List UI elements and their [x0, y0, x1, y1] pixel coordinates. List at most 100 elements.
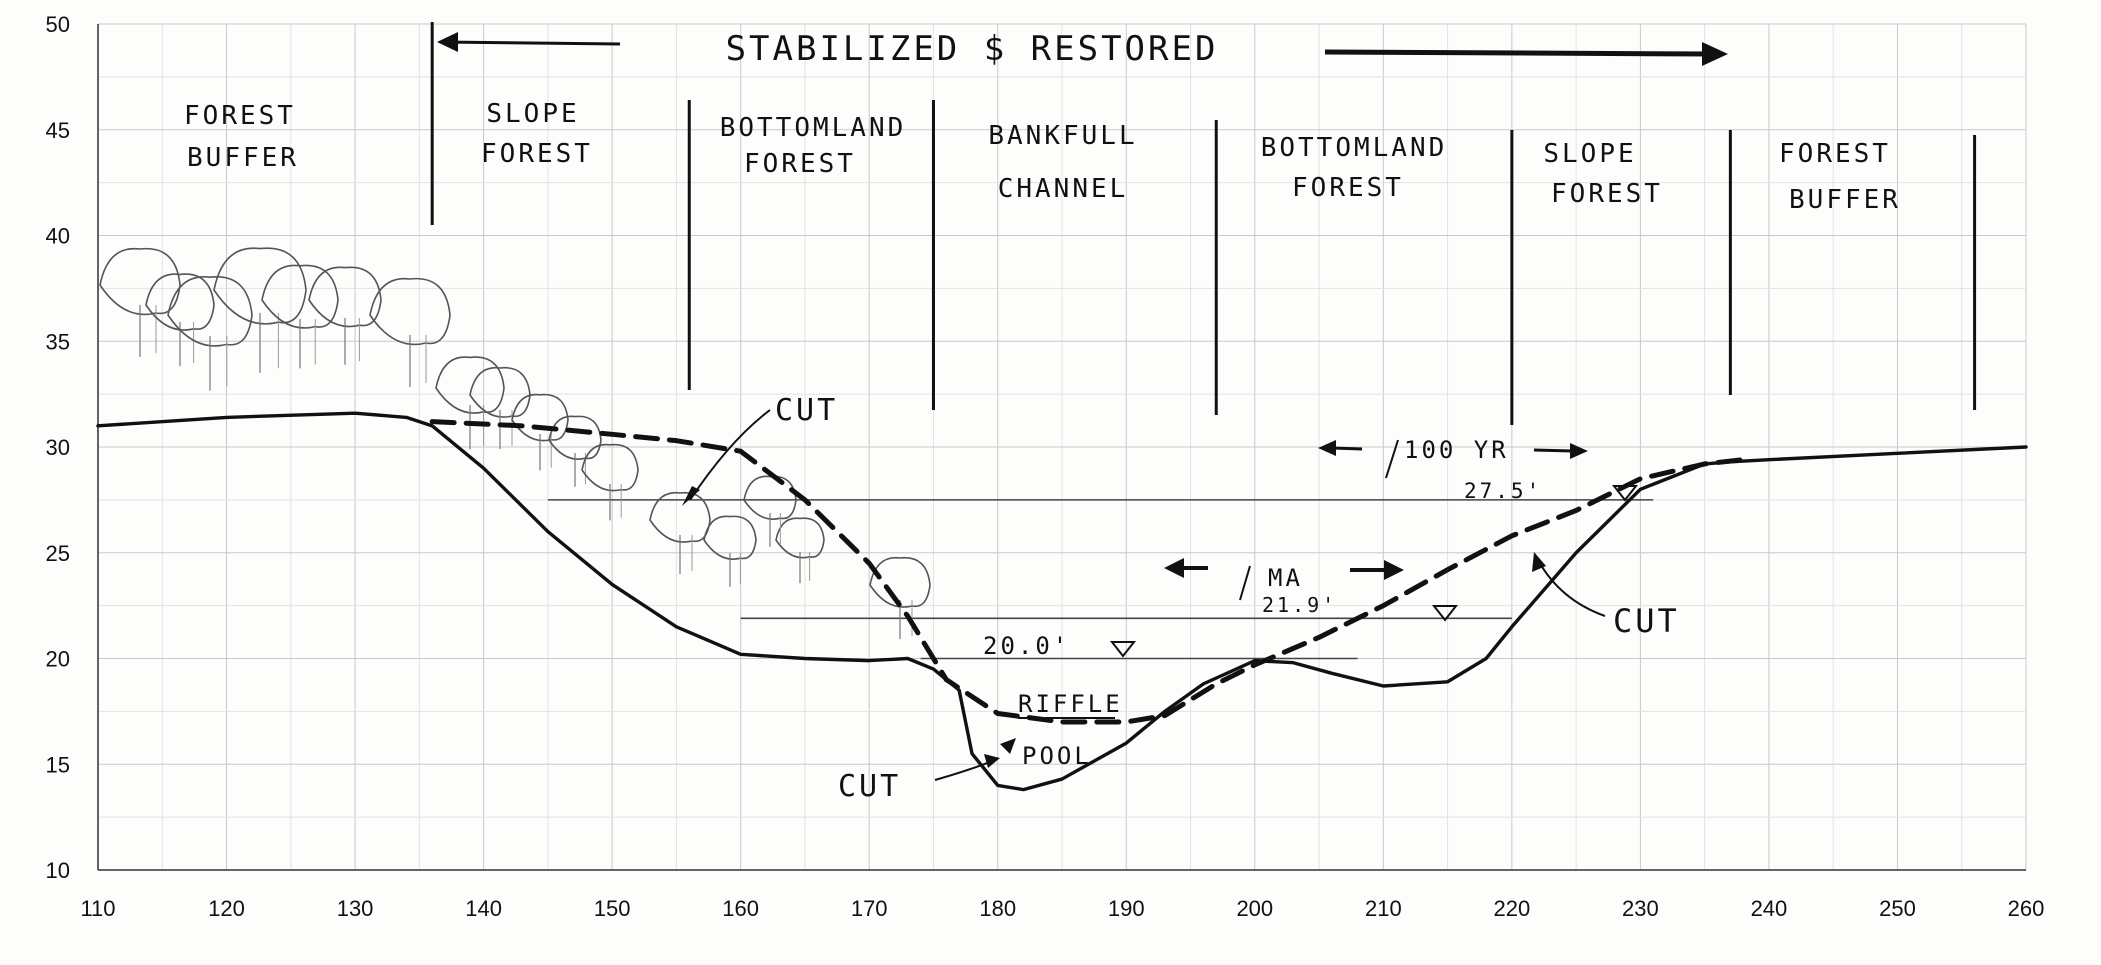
tree-crown — [167, 276, 253, 347]
restoration-banner: STABILIZED $ RESTORED — [437, 29, 1728, 69]
wl-100yr-marker-icon — [1611, 485, 1639, 502]
wl-100yr-label: 100 YR — [1404, 436, 1509, 464]
x-tick-label: 160 — [722, 896, 759, 921]
zone-5-line2: FOREST — [1292, 173, 1404, 203]
tree-crown — [435, 356, 505, 414]
y-tick-label: 35 — [46, 329, 70, 354]
x-tick-label: 150 — [594, 896, 631, 921]
x-tick-label: 200 — [1236, 896, 1273, 921]
zone-5-line1: BOTTOMLAND — [1261, 133, 1448, 163]
ma-arrow-right-icon — [1384, 560, 1404, 580]
tree-crown — [369, 277, 451, 346]
tree-sketches — [99, 247, 931, 639]
cut-annotation-upper: CUT — [682, 393, 838, 506]
y-tick-label: 45 — [46, 118, 70, 143]
x-tick-label: 240 — [1751, 896, 1788, 921]
tree-crown — [869, 556, 931, 608]
y-tick-label: 20 — [46, 647, 70, 672]
y-tick-label: 40 — [46, 224, 70, 249]
zone-3-line1: BOTTOMLAND — [720, 113, 907, 143]
tree-crown — [213, 247, 307, 325]
wl-100yr-value: 27.5' — [1464, 479, 1542, 503]
tree-crown — [469, 366, 531, 418]
axes — [97, 24, 2026, 871]
wl-ma-marker-icon — [1431, 605, 1459, 622]
y-tick-label: 15 — [46, 752, 70, 777]
zone-6-line1: SLOPE — [1543, 139, 1636, 169]
x-tick-label: 110 — [80, 896, 115, 921]
banner-arrowhead-left-icon — [437, 32, 458, 52]
ma-arrow-left-icon — [1164, 558, 1184, 578]
cut-right-arrowhead-icon — [1532, 552, 1546, 572]
wl-20-annotation: 20.0' — [983, 632, 1137, 660]
tick-labels: 110 120 130 140 150 160 170 180 190 200 210 220 230 2… — [46, 12, 2045, 921]
x-tick-label: 190 — [1108, 896, 1145, 921]
riffle-label: RIFFLE — [1018, 690, 1123, 718]
tree-crown — [308, 266, 382, 328]
tree-crown — [261, 264, 339, 329]
proposed-ground-line — [96, 411, 2028, 792]
x-tick-label: 130 — [337, 896, 374, 921]
wl-20-label: 20.0' — [983, 632, 1070, 660]
zone-boundaries — [430, 22, 1977, 425]
zone-1-line2: BUFFER — [187, 143, 299, 173]
zone-6-line2: FOREST — [1551, 179, 1663, 209]
water-levels — [547, 499, 1654, 660]
x-tick-label: 170 — [851, 896, 888, 921]
tree-crown — [99, 247, 181, 316]
y-tick-label: 50 — [46, 12, 70, 37]
zone-1-line1: FOREST — [184, 101, 296, 131]
ground-profiles — [96, 411, 2028, 792]
zone-labels: FOREST BUFFER SLOPE FOREST BOTTOMLAND FO… — [184, 99, 1901, 215]
wl-ma-label: MA — [1268, 564, 1303, 592]
cut-label-right: CUT — [1613, 602, 1680, 640]
cut-annotation-right: CUT — [1532, 552, 1680, 640]
banner-arrow-right — [1324, 49, 1711, 57]
wl-ma-value: 21.9' — [1262, 593, 1337, 617]
zone-2-line2: FOREST — [481, 139, 593, 169]
cut-label-upper: CUT — [775, 393, 838, 428]
wl-ma-annotation: MA 21.9' — [1164, 558, 1459, 622]
cut-lower-arrowhead-icon — [984, 754, 1000, 768]
wl-20-marker-icon — [1109, 641, 1137, 658]
zone-7-line2: BUFFER — [1789, 185, 1901, 215]
x-tick-label: 210 — [1365, 896, 1402, 921]
tree-crown — [703, 515, 757, 560]
zone-7-line1: FOREST — [1779, 139, 1891, 169]
x-tick-label: 260 — [2008, 896, 2045, 921]
x-tick-label: 250 — [1879, 896, 1916, 921]
cut-upper-arrowhead-icon — [682, 486, 700, 506]
y-tick-label: 30 — [46, 435, 70, 460]
tree-crown — [581, 443, 639, 492]
zone-4-line1: BANKFULL — [988, 121, 1137, 151]
pool-label: POOL — [1022, 742, 1092, 770]
zone-3-line2: FOREST — [744, 149, 856, 179]
x-tick-label: 120 — [208, 896, 245, 921]
x-tick-label: 220 — [1494, 896, 1531, 921]
tree-crown — [548, 415, 602, 460]
tree-crown — [775, 517, 825, 559]
tree-crown — [511, 393, 569, 442]
tree-crown — [743, 475, 797, 520]
y-tick-label: 10 — [46, 858, 70, 883]
existing-ground-line — [429, 419, 1746, 725]
banner-title: STABILIZED $ RESTORED — [726, 29, 1219, 69]
x-tick-label: 140 — [465, 896, 502, 921]
wl-100yr-annotation: 100 YR 27.5' — [1318, 436, 1639, 503]
cut-label-lower: CUT — [838, 769, 901, 804]
zone-4-line2: CHANNEL — [998, 174, 1129, 204]
x-tick-label: 230 — [1622, 896, 1659, 921]
cut-annotation-lower: CUT — [838, 754, 1000, 804]
pool-annotation: POOL — [1000, 738, 1092, 770]
x-tick-label: 180 — [979, 896, 1016, 921]
zone-2-line1: SLOPE — [486, 99, 579, 129]
banner-arrow-left — [439, 40, 621, 46]
tree-crown — [145, 273, 215, 331]
tree-crown — [649, 491, 711, 543]
y-tick-label: 25 — [46, 541, 70, 566]
yr100-arrow-left-icon — [1318, 440, 1336, 456]
banner-arrowhead-right-icon — [1702, 42, 1728, 66]
yr100-arrow-right-icon — [1570, 443, 1588, 459]
